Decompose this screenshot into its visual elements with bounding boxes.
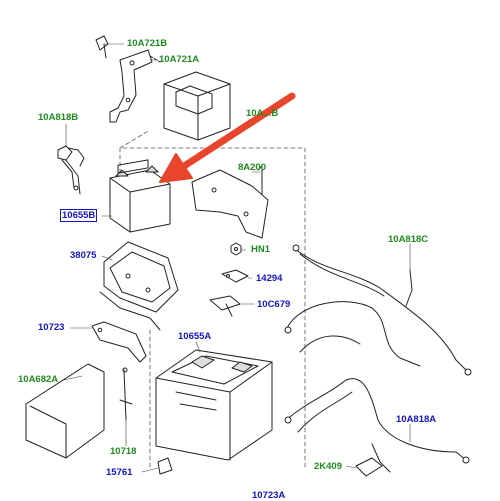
callout-10a721a[interactable]: 10A721A [159, 54, 200, 65]
callout-14294[interactable]: 14294 [256, 273, 283, 284]
bolt-10718 [119, 367, 133, 421]
insulation-10a682a [25, 363, 105, 459]
callout-10a721b[interactable]: 10A721B [127, 38, 168, 49]
bracket-8a200 [191, 165, 269, 239]
callout-10a818b[interactable]: 10A818B [38, 112, 79, 123]
cable-10a818a [284, 378, 470, 473]
fuse-10c679 [209, 295, 241, 317]
callout-10a818c[interactable]: 10A818C [388, 234, 429, 245]
battery-10655a [155, 349, 273, 461]
cover-2k409 [355, 457, 383, 477]
callout-10723[interactable]: 10723 [38, 322, 65, 333]
battery-10655b [109, 159, 171, 233]
callout-10a-partial[interactable]: 10A...B [246, 108, 279, 119]
leader-lines [63, 43, 411, 473]
cap-15761 [157, 457, 173, 475]
callout-10a682a[interactable]: 10A682A [18, 374, 59, 385]
callout-10723a-partial[interactable]: 10723A [252, 490, 286, 501]
callout-38075[interactable]: 38075 [70, 250, 97, 261]
bracket-10723 [91, 321, 147, 363]
fuse-box-cover-10a721a [163, 71, 231, 141]
cable-10a818c [284, 244, 472, 376]
callout-10718[interactable]: 10718 [110, 446, 137, 457]
dashed-assembly-outline [119, 129, 306, 471]
callout-2k409[interactable]: 2K409 [314, 461, 342, 472]
callout-10a818a[interactable]: 10A818A [396, 414, 437, 425]
callout-10c679[interactable]: 10C679 [257, 299, 291, 310]
battery-tray-38075 [99, 241, 179, 331]
bracket-10a721b [95, 35, 161, 123]
callout-10655b[interactable]: 10655B [59, 209, 98, 222]
callout-10655a[interactable]: 10655A [178, 331, 212, 342]
red-arrow-icon [159, 92, 296, 183]
nut-hn1 [230, 242, 242, 256]
callout-hn1[interactable]: HN1 [251, 244, 271, 255]
clamp-14294 [221, 269, 249, 283]
callout-15761[interactable]: 15761 [106, 467, 133, 478]
cable-10a818b [57, 145, 85, 195]
callout-8a200[interactable]: 8A200 [238, 162, 266, 173]
